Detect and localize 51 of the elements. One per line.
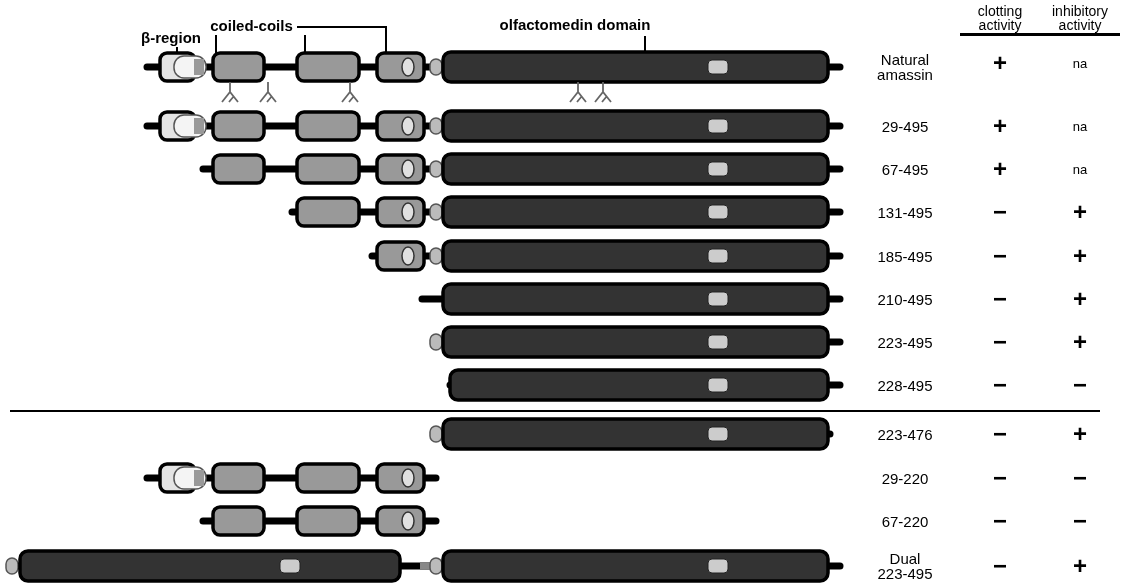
construct-name: 223-495 bbox=[876, 334, 934, 350]
activity-mark: − bbox=[992, 554, 1008, 578]
activity-mark: − bbox=[992, 330, 1008, 354]
leader-line bbox=[215, 34, 217, 54]
activity-mark: − bbox=[992, 287, 1008, 311]
activity-mark: + bbox=[1072, 287, 1088, 311]
activity-mark: − bbox=[992, 200, 1008, 224]
beta-region-domain bbox=[158, 51, 207, 83]
column-header: clotting activity bbox=[960, 4, 1040, 36]
activity-mark: − bbox=[992, 373, 1008, 397]
activity-mark: − bbox=[1072, 373, 1088, 397]
activity-mark: + bbox=[1072, 330, 1088, 354]
leader-line bbox=[644, 35, 646, 53]
activity-mark: + bbox=[1072, 422, 1088, 446]
activity-mark: + bbox=[992, 157, 1008, 181]
coiled-coil-domain bbox=[211, 51, 266, 83]
domain-label: coiled-coils bbox=[204, 18, 299, 33]
activity-mark: + bbox=[1072, 244, 1088, 268]
construct-name: 67-495 bbox=[880, 161, 930, 177]
construct-name: 131-495 bbox=[876, 204, 934, 220]
activity-mark: − bbox=[992, 466, 1008, 490]
construct-name: Dual 223-495 bbox=[876, 551, 934, 581]
activity-mark: + bbox=[1072, 554, 1088, 578]
construct-name: 29-220 bbox=[880, 470, 930, 486]
domain-label: olfactomedin domain bbox=[460, 17, 690, 32]
activity-mark: − bbox=[992, 244, 1008, 268]
activity-mark: − bbox=[1072, 509, 1088, 533]
activity-mark: na bbox=[1071, 55, 1089, 71]
construct-name: 228-495 bbox=[876, 377, 934, 393]
activity-mark: + bbox=[1072, 200, 1088, 224]
construct-name: 29-495 bbox=[880, 118, 930, 134]
olfactomedin-domain bbox=[441, 50, 830, 84]
domain-label: β-region bbox=[136, 30, 206, 45]
activity-mark: + bbox=[992, 114, 1008, 138]
construct-name: 185-495 bbox=[876, 248, 934, 264]
activity-mark: − bbox=[1072, 466, 1088, 490]
activity-mark: − bbox=[992, 509, 1008, 533]
construct-name: 210-495 bbox=[876, 291, 934, 307]
coiled-coil-domain bbox=[295, 51, 361, 83]
activity-mark: − bbox=[992, 422, 1008, 446]
leader-line bbox=[304, 34, 306, 54]
leader-line bbox=[296, 26, 387, 54]
construct-name: 223-476 bbox=[876, 426, 934, 442]
construct-name: Natural amassin bbox=[876, 52, 934, 82]
construct-name: 67-220 bbox=[880, 513, 930, 529]
activity-mark: + bbox=[992, 51, 1008, 75]
column-header: inhibitory activity bbox=[1040, 4, 1120, 36]
activity-mark: na bbox=[1071, 161, 1089, 177]
leader-line bbox=[176, 46, 178, 54]
coiled-coil-domain bbox=[375, 51, 426, 83]
activity-mark: na bbox=[1071, 118, 1089, 134]
